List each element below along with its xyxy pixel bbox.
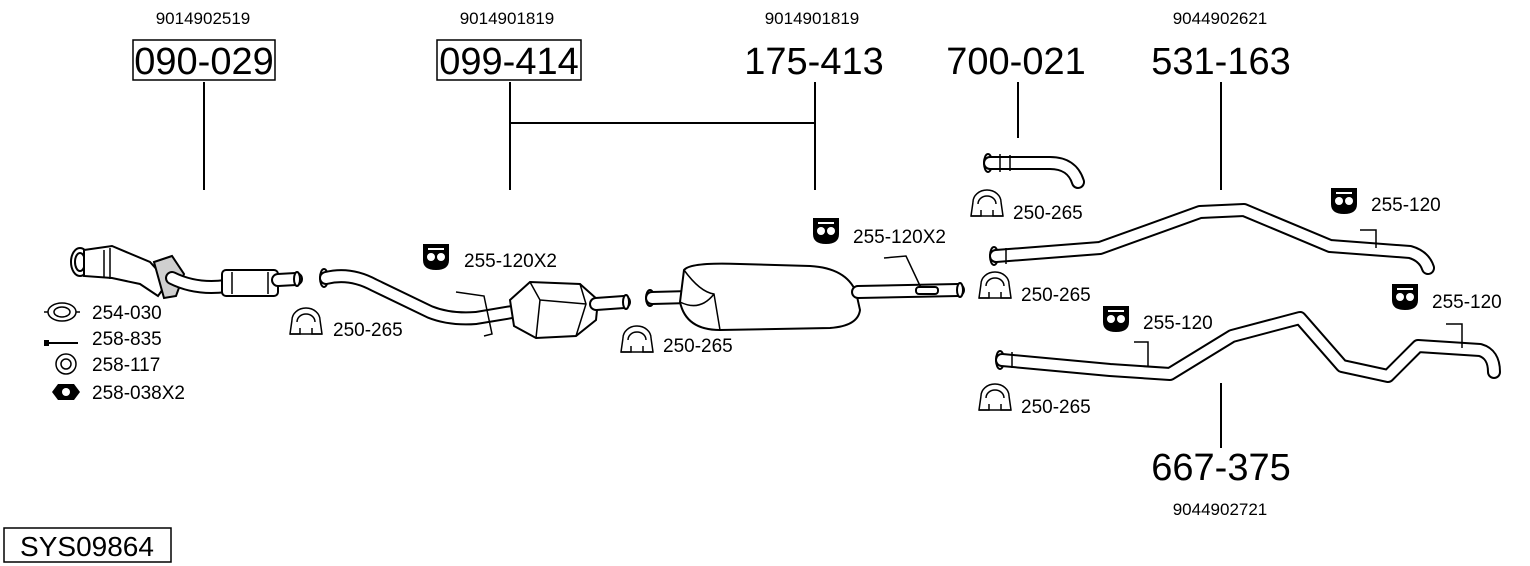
oe-number-531-163: 9044902621 xyxy=(1173,9,1268,28)
rear-pipe-531-163-drawing[interactable] xyxy=(989,203,1435,275)
nut-258-038-icon xyxy=(52,384,80,400)
rubber-hanger-icon xyxy=(1391,283,1419,311)
tail-pipe-700-021-drawing[interactable] xyxy=(983,153,1085,189)
clamp-254-030-icon xyxy=(44,302,80,322)
oe-number-090-029: 9014902519 xyxy=(156,9,251,28)
oe-number-175-413: 9014901819 xyxy=(765,9,860,28)
label-hanger-255-120-e[interactable]: 255-120 xyxy=(1432,292,1502,313)
part-box-090-029 xyxy=(132,39,276,81)
part-number-090-029[interactable]: 090-029 xyxy=(134,41,273,83)
clamp-icon xyxy=(978,383,1012,411)
label-clamp-250-265-c[interactable]: 250-265 xyxy=(1013,203,1083,224)
system-code-box xyxy=(3,527,172,563)
label-258-835[interactable]: 258-835 xyxy=(92,329,162,350)
rubber-hanger-icon xyxy=(422,243,450,271)
part-number-099-414[interactable]: 099-414 xyxy=(439,41,578,83)
oe-number-667-375: 9044902721 xyxy=(1173,500,1268,519)
gasket-ring-258-117-icon xyxy=(55,353,77,375)
rubber-hanger-icon xyxy=(1330,187,1358,215)
clamp-icon xyxy=(289,307,323,335)
label-hanger-255-120x2-a[interactable]: 255-120X2 xyxy=(464,251,557,272)
clamp-icon xyxy=(978,271,1012,299)
clamp-icon xyxy=(620,325,654,353)
label-258-117[interactable]: 258-117 xyxy=(92,355,160,376)
label-clamp-250-265-b[interactable]: 250-265 xyxy=(663,336,733,357)
clamp-icon xyxy=(970,189,1004,217)
label-254-030[interactable]: 254-030 xyxy=(92,303,162,324)
oe-number-099-414: 9014901819 xyxy=(460,9,555,28)
part-number-667-375[interactable]: 667-375 xyxy=(1151,447,1290,489)
center-muffler-175-413-drawing[interactable] xyxy=(645,255,965,332)
part-number-531-163[interactable]: 531-163 xyxy=(1151,41,1290,83)
front-pipe-090-029-drawing[interactable] xyxy=(70,244,303,300)
label-hanger-255-120x2-b[interactable]: 255-120X2 xyxy=(853,227,946,248)
label-hanger-255-120-d[interactable]: 255-120 xyxy=(1143,313,1213,334)
label-clamp-250-265-e[interactable]: 250-265 xyxy=(1021,397,1091,418)
part-number-175-413[interactable]: 175-413 xyxy=(744,41,883,83)
rubber-hanger-icon xyxy=(1102,305,1130,333)
bolt-258-835-icon xyxy=(44,340,78,346)
system-code: SYS09864 xyxy=(20,531,154,562)
part-number-700-021[interactable]: 700-021 xyxy=(946,41,1085,83)
rear-pipe-667-375-drawing[interactable] xyxy=(995,311,1501,383)
catalytic-converter-pipe-099-414-drawing[interactable] xyxy=(319,268,631,340)
label-clamp-250-265-a[interactable]: 250-265 xyxy=(333,320,403,341)
label-clamp-250-265-d[interactable]: 250-265 xyxy=(1021,285,1091,306)
label-258-038x2[interactable]: 258-038X2 xyxy=(92,383,185,404)
rubber-hanger-icon xyxy=(812,217,840,245)
label-hanger-255-120-c[interactable]: 255-120 xyxy=(1371,195,1441,216)
part-box-099-414 xyxy=(436,39,582,81)
